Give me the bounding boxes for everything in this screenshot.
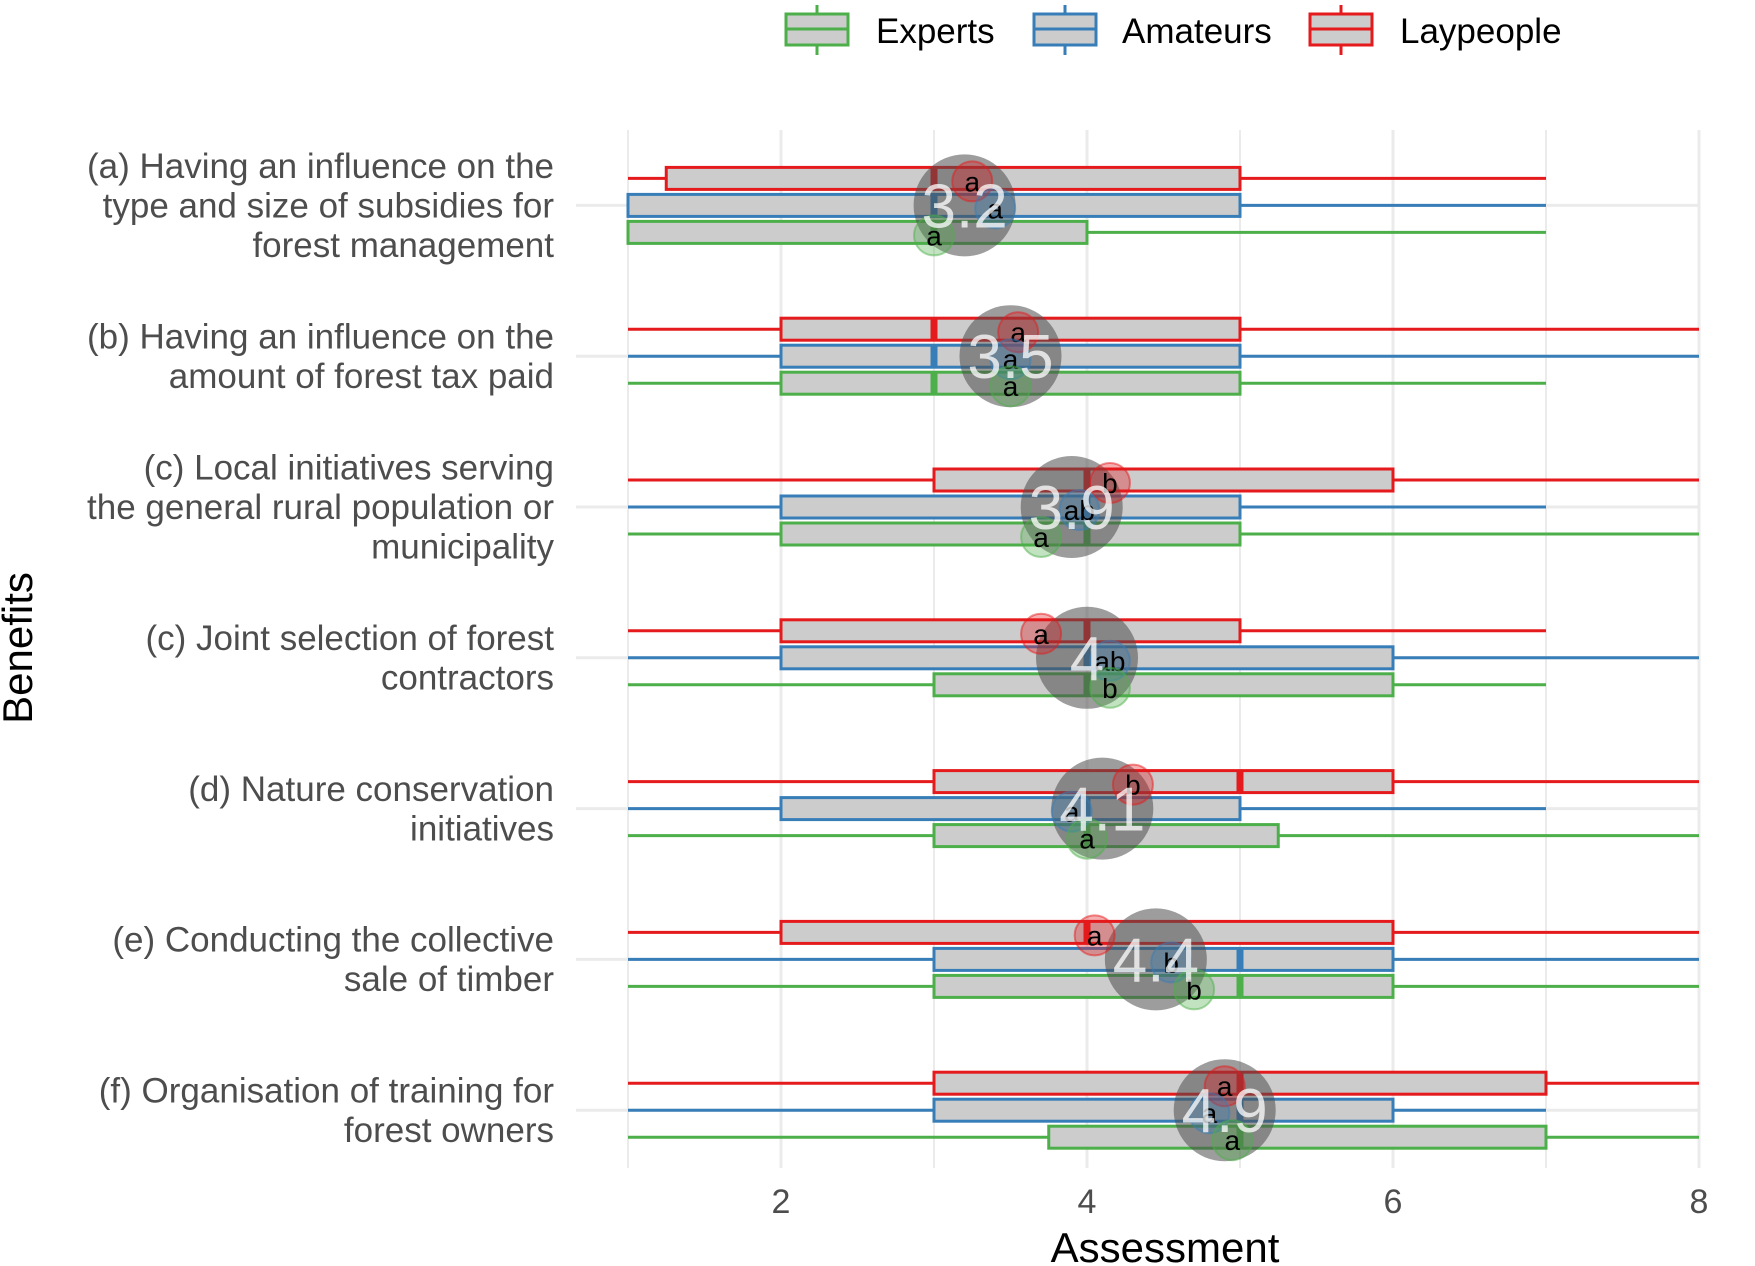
group-mean-dot-experts: [913, 214, 955, 257]
significance-letter-laypeople: a: [964, 166, 980, 197]
category-label-line: the general rural population or: [87, 488, 554, 527]
category-label-line: (b) Having an influence on the: [87, 317, 554, 356]
overall-mean-label: 3.9: [1029, 474, 1115, 543]
mean-markers: aaa3.2aaa3.5baba3.9aabb4baa4.1abb4.4aaa4…: [913, 154, 1276, 1162]
group-mean-dot-experts: [1088, 666, 1131, 709]
overall-mean-circle: [959, 305, 1062, 408]
significance-letter-laypeople: a: [1033, 619, 1049, 650]
box-amateurs: [932, 1097, 1395, 1123]
group-mean-dot-laypeople: [951, 160, 994, 203]
x-axis-tick-labels: 2 4 6 8: [772, 1183, 1709, 1221]
legend-label: Experts: [876, 12, 995, 51]
significance-letter-experts: a: [1225, 1125, 1241, 1156]
significance-letter-experts: a: [1079, 824, 1095, 855]
significance-letter-amateurs: ab: [1064, 495, 1095, 526]
box-experts: [1047, 1124, 1548, 1150]
overall-mean-circle: [1104, 908, 1207, 1011]
category-label-line: forest owners: [344, 1111, 554, 1150]
box-experts: [779, 521, 1242, 547]
category-label-line: (f) Organisation of training for: [99, 1071, 555, 1110]
group-mean-dot-laypeople: [1203, 1065, 1246, 1108]
overall-mean-circle: [1173, 1059, 1276, 1162]
group-mean-dot-laypeople: [1088, 462, 1131, 504]
significance-letter-experts: a: [1003, 371, 1019, 402]
category-label-line: municipality: [371, 528, 554, 567]
significance-letter-amateurs: a: [1202, 1098, 1218, 1129]
x-tick-label: 8: [1690, 1183, 1709, 1221]
group-mean-dot-laypeople: [1111, 763, 1154, 806]
significance-letter-laypeople: b: [1102, 468, 1118, 499]
box-laypeople: [932, 769, 1395, 795]
group-mean-dot-amateurs: [974, 187, 1017, 230]
significance-letter-experts: a: [926, 220, 942, 251]
group-mean-dot-laypeople: [1073, 914, 1116, 957]
group-mean-dot-experts: [1211, 1119, 1254, 1162]
group-mean-dot-amateurs: [1188, 1092, 1231, 1135]
category-label-line: (a) Having an influence on the: [87, 147, 554, 186]
box-amateurs: [779, 796, 1242, 822]
category-label-line: forest management: [252, 226, 554, 265]
legend: Experts Amateurs Laypeople: [784, 5, 1562, 55]
significance-letter-amateurs: a: [987, 193, 1003, 224]
group-mean-dot-laypeople: [997, 311, 1040, 354]
overall-mean-label: 4: [1070, 625, 1104, 694]
overall-mean-circle: [1051, 757, 1154, 860]
box-laypeople: [932, 467, 1395, 493]
category-label-line: type and size of subsidies for: [103, 186, 555, 225]
x-tick-label: 4: [1078, 1183, 1097, 1221]
group-mean-dot-experts: [989, 365, 1032, 408]
category-label-line: (e) Conducting the collective: [112, 921, 554, 960]
group-mean-dot-amateurs: [1058, 489, 1101, 531]
category-label-line: contractors: [381, 659, 554, 698]
significance-letter-experts: a: [1033, 522, 1049, 553]
category-label-line: sale of timber: [344, 960, 554, 999]
significance-letter-experts: b: [1186, 974, 1202, 1005]
overall-mean-circle: [913, 154, 1016, 257]
group-mean-dot-amateurs: [1050, 790, 1093, 833]
box-experts: [626, 219, 1089, 245]
y-axis-title: Benefits: [0, 572, 41, 724]
overall-mean-label: 4.9: [1182, 1077, 1268, 1146]
overall-mean-circle: [1020, 456, 1123, 558]
overall-mean-label: 4.4: [1113, 926, 1199, 995]
box-amateurs: [779, 494, 1242, 520]
category-label-line: (d) Nature conservation: [188, 770, 554, 809]
overall-mean-label: 3.5: [967, 323, 1053, 392]
group-mean-dot-experts: [1020, 516, 1063, 558]
legend-label: Laypeople: [1400, 12, 1562, 51]
category-label-line: (c) Joint selection of forest: [146, 619, 555, 658]
significance-letter-amateurs: a: [1064, 797, 1080, 828]
x-tick-label: 6: [1384, 1183, 1403, 1221]
group-mean-dot-amateurs: [1150, 941, 1193, 984]
significance-letter-laypeople: a: [1087, 920, 1103, 951]
box-laypeople: [779, 618, 1242, 644]
x-tick-label: 2: [772, 1183, 791, 1221]
group-mean-dot-experts: [1066, 817, 1108, 860]
box-experts: [932, 672, 1395, 698]
category-label-line: amount of forest tax paid: [169, 357, 554, 396]
group-mean-dot-experts: [1173, 968, 1216, 1011]
overall-mean-label: 4.1: [1059, 776, 1145, 845]
category-label-line: initiatives: [410, 809, 554, 848]
legend-label: Amateurs: [1122, 12, 1272, 51]
significance-letter-laypeople: a: [1217, 1071, 1233, 1102]
x-axis-title: Assessment: [1051, 1224, 1280, 1266]
significance-letter-experts: b: [1102, 673, 1118, 704]
group-mean-dot-laypeople: [1020, 612, 1063, 655]
overall-mean-label: 3.2: [921, 172, 1007, 241]
category-label-line: (c) Local initiatives serving: [144, 449, 554, 488]
significance-letter-laypeople: b: [1125, 770, 1141, 801]
significance-letter-amateurs: b: [1163, 947, 1179, 978]
